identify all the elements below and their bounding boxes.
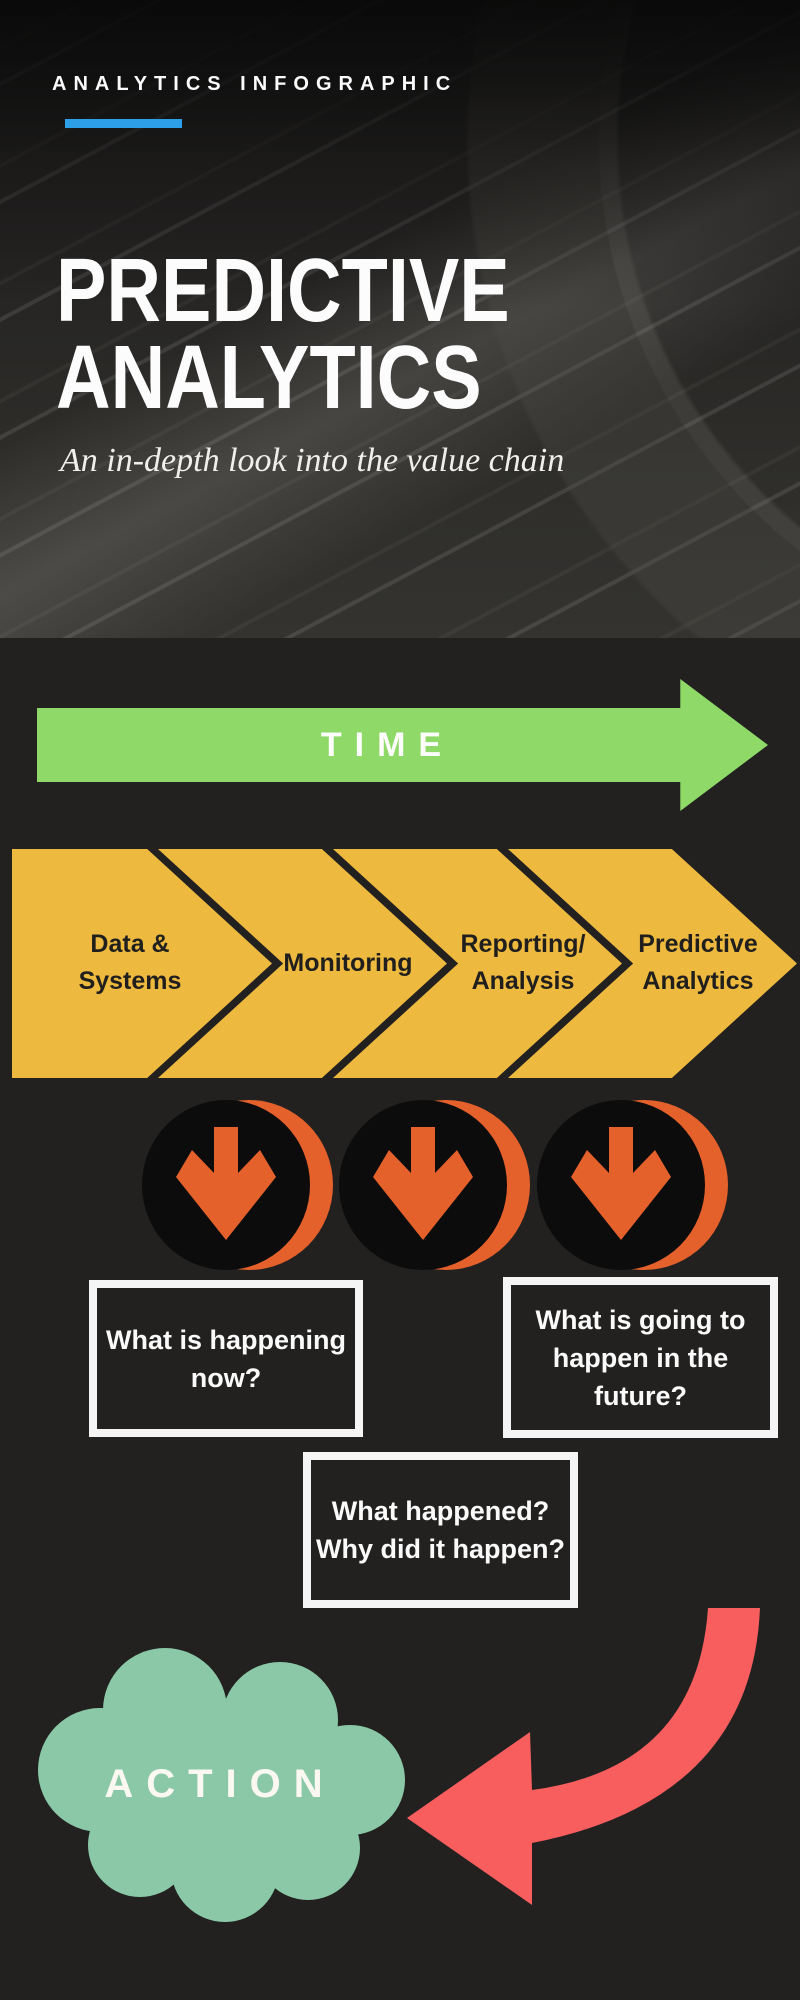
chevron-label-monitoring: Monitoring — [283, 949, 413, 977]
question-box-now: What is happening now? — [89, 1280, 363, 1437]
arrow-badge-2 — [339, 1100, 530, 1270]
accent-bar — [65, 119, 182, 128]
question-box-future: What is going to happen in the future? — [503, 1277, 778, 1438]
title-line-1: PREDICTIVE — [56, 241, 510, 341]
chevron-label-data-systems: Data & Systems — [78, 930, 182, 995]
hero-photo — [0, 0, 800, 638]
down-arrow-icon — [176, 1127, 276, 1240]
curved-arrow-icon — [407, 1608, 760, 1905]
page-title: PREDICTIVE ANALYTICS — [56, 241, 510, 428]
title-line-2: ANALYTICS — [56, 328, 482, 428]
question-box-happened: What happened? Why did it happen? — [303, 1452, 578, 1608]
chevron-label-predictive-analytics: Predictive Analytics — [638, 930, 758, 995]
time-arrow: TIME — [37, 679, 768, 811]
down-arrow-icon — [373, 1127, 473, 1240]
chevron-label-reporting-analysis: Reporting/ Analysis — [460, 930, 586, 995]
action-label: ACTION — [104, 1762, 336, 1806]
time-arrow-label: TIME — [320, 725, 455, 764]
kicker-label: ANALYTICS INFOGRAPHIC — [52, 73, 458, 95]
arrow-badge-3 — [537, 1100, 728, 1270]
arrow-badge-1 — [142, 1100, 333, 1270]
down-arrow-icon — [571, 1127, 671, 1240]
page-subtitle: An in-depth look into the value chain — [60, 442, 565, 479]
action-cloud — [38, 1648, 405, 1922]
